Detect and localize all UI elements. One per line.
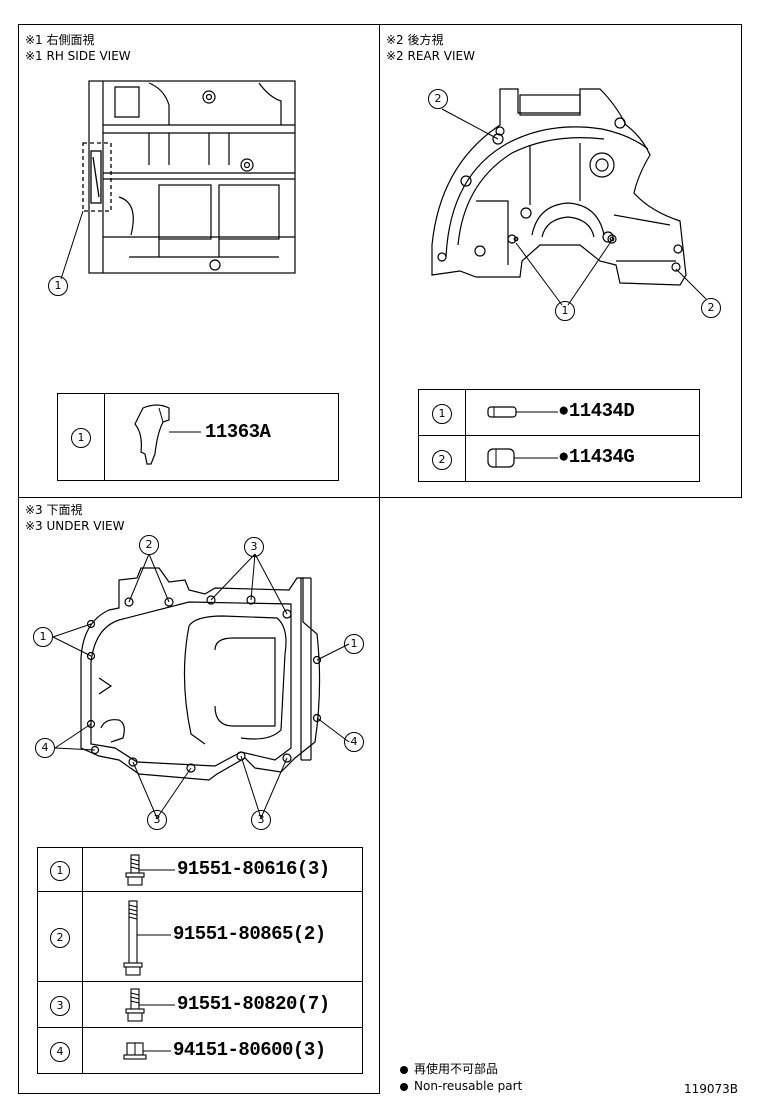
part-number-91551-80865: 91551-80865(2)	[173, 922, 326, 945]
panel-under-view: ※3 下面視 ※3 UNDER VIEW	[18, 497, 380, 1094]
part-number-11434d: ●11434D	[558, 399, 635, 422]
panel-rear-view: ※2 後方視 ※2 REAR VIEW	[379, 24, 742, 498]
under-parts-table: 1 91551-80616(3) 2	[37, 847, 363, 1074]
flange-bolt-medium-icon	[125, 987, 175, 1022]
table-row: 4 94151-80600(3)	[37, 1027, 363, 1074]
flange-bolt-short-icon	[125, 853, 175, 886]
illustration-number: 119073B	[684, 1082, 739, 1096]
panel-title-jp: ※1 右側面視	[25, 33, 95, 47]
straight-pin-icon	[487, 405, 558, 418]
bullet-icon	[400, 1082, 408, 1091]
legend-line-en: Non-reusable part	[400, 1078, 522, 1095]
callout-4: 4	[344, 732, 364, 752]
callout-3: 3	[147, 810, 167, 830]
ref-circle-4: 4	[50, 1041, 70, 1062]
part-number-11434g: ●11434G	[558, 445, 635, 468]
callout-1: 1	[48, 276, 68, 296]
ref-circle-1: 1	[50, 860, 70, 881]
part-number-91551-80820: 91551-80820(7)	[177, 992, 330, 1015]
legend-line-jp: 再使用不可部品	[400, 1061, 522, 1078]
part-number-91551-80616: 91551-80616(3)	[177, 857, 330, 880]
table-row: 1 ●11434D	[418, 389, 700, 436]
callout-1: 1	[344, 634, 364, 654]
table-row: 1 91551-80616(3)	[37, 847, 363, 892]
panel-title-en: ※3 UNDER VIEW	[25, 519, 125, 533]
panel-title-en: ※2 REAR VIEW	[386, 49, 475, 63]
callout-3: 3	[244, 537, 264, 557]
callout-3: 3	[251, 810, 271, 830]
table-row: 2 91551-80865(2)	[37, 891, 363, 982]
panel-title-jp: ※2 後方視	[386, 33, 444, 47]
oil-pan-drawing	[52, 553, 350, 819]
table-row: 1 11363A	[57, 393, 339, 481]
bullet-icon	[400, 1065, 408, 1074]
bearing-half-icon	[134, 404, 201, 465]
ref-circle-2: 2	[50, 927, 70, 948]
panel-title-en: ※1 RH SIDE VIEW	[25, 49, 131, 63]
callout-4: 4	[35, 738, 55, 758]
callout-2: 2	[701, 298, 721, 318]
ref-circle-1: 1	[71, 428, 91, 448]
callout-1: 1	[33, 627, 53, 647]
table-row: 2 ●11434G	[418, 435, 700, 482]
panel-rh-side-view: ※1 右側面視 ※1 RH SIDE VIEW	[18, 24, 380, 498]
part-number-94151-80600: 94151-80600(3)	[173, 1038, 326, 1061]
panel-title-jp: ※3 下面視	[25, 503, 83, 517]
ref-circle-2: 2	[432, 449, 452, 470]
rear-parts-table: 1 ●11434D 2	[418, 389, 700, 482]
rh-side-parts-table: 1 11363A	[57, 393, 339, 481]
rh-side-engine-drawing	[60, 80, 296, 280]
flange-bolt-long-icon	[123, 899, 171, 976]
hollow-pin-icon	[487, 447, 558, 468]
non-reusable-legend: 再使用不可部品 Non-reusable part	[400, 1061, 522, 1095]
part-1-highlight	[82, 142, 112, 212]
callout-1: 1	[555, 301, 575, 321]
callout-2: 2	[139, 535, 159, 555]
ref-circle-1: 1	[432, 403, 452, 424]
table-row: 3 91551-80820(7)	[37, 981, 363, 1028]
part-number-11363a: 11363A	[205, 421, 271, 443]
flange-nut-icon	[123, 1041, 171, 1060]
ref-circle-3: 3	[50, 995, 70, 1016]
callout-2: 2	[428, 89, 448, 109]
rear-engine-drawing	[431, 88, 707, 306]
